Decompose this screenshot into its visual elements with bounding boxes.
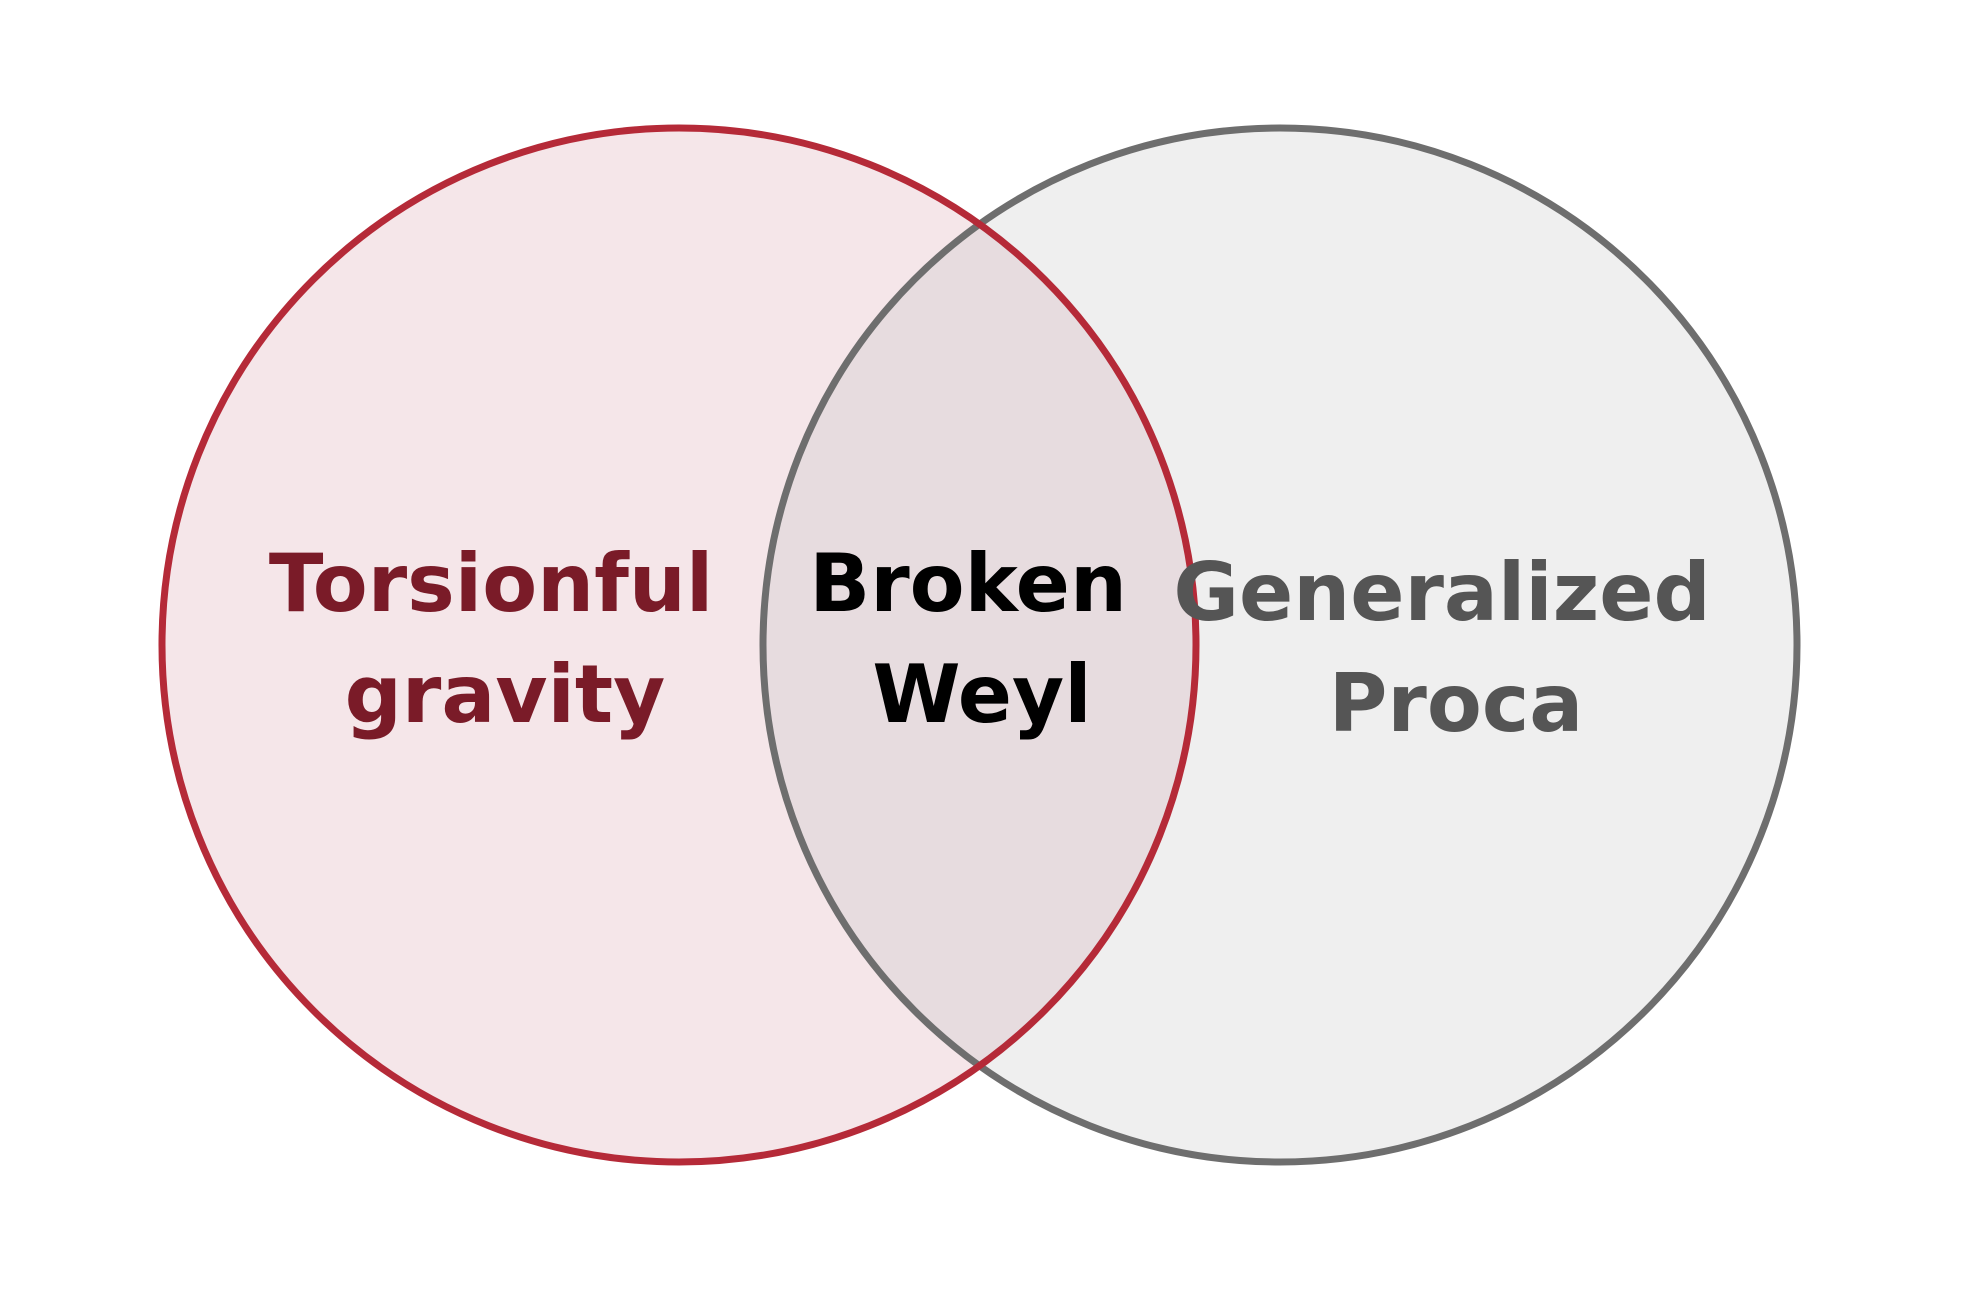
left-set-label-line1: Torsionful (269, 537, 714, 630)
right-set-label-line1: Generalized (1173, 546, 1711, 639)
right-set-label-line2: Proca (1329, 657, 1583, 750)
left-circle-outline (158, 124, 1200, 1166)
intersection-label-line1: Broken (809, 537, 1127, 630)
left-set-label: Torsionful gravity (269, 537, 741, 741)
left-set-label-line2: gravity (345, 648, 666, 741)
intersection-fill (763, 128, 1196, 1162)
right-circle-outline (759, 124, 1801, 1166)
intersection-label-line2: Weyl (872, 648, 1091, 741)
intersection-label: Broken Weyl (809, 537, 1155, 741)
right-set-label: Generalized Proca (1173, 546, 1738, 750)
